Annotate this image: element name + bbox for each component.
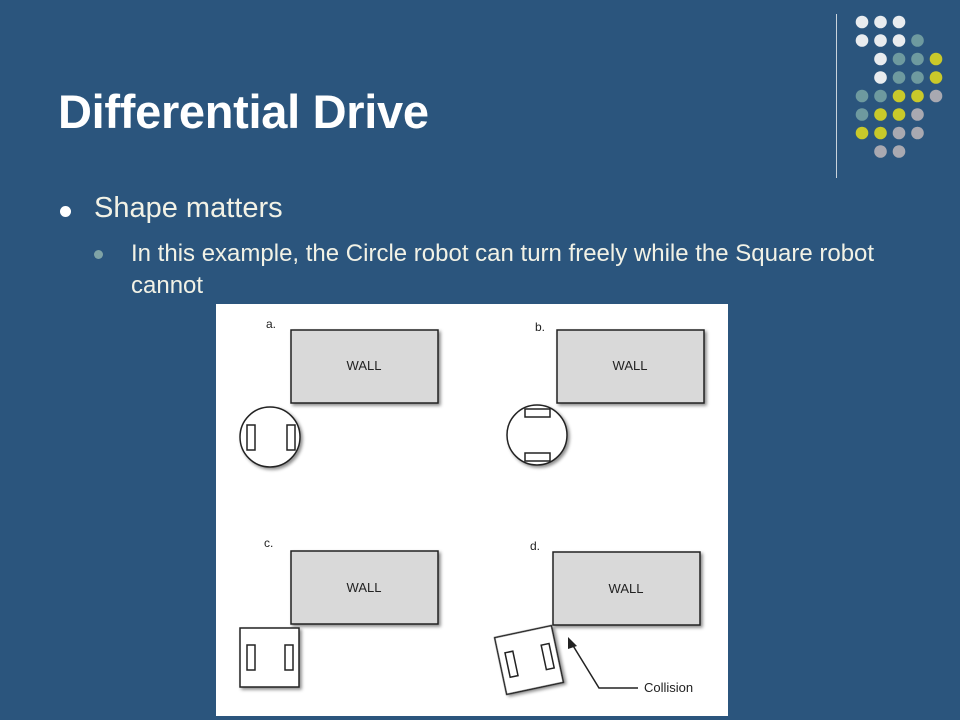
robot-wheel [246, 424, 256, 451]
wall-block [290, 329, 439, 404]
decorative-dot [892, 89, 906, 103]
decorative-dot [874, 71, 887, 84]
panel-c: c. WALL [239, 536, 439, 688]
panel-label: b. [535, 320, 545, 334]
panel-label: a. [266, 317, 276, 331]
decorative-dot [855, 108, 869, 121]
decorative-divider [836, 14, 837, 178]
wall-label: WALL [609, 581, 644, 596]
decorative-dot [874, 89, 887, 103]
panel-label: c. [264, 536, 273, 550]
decorative-dot [929, 52, 943, 66]
panel-b: b. WALL [506, 320, 705, 466]
panel-d: d. WALL Collision [493, 539, 701, 696]
decorative-dot [855, 34, 869, 47]
decorative-dot [929, 71, 943, 84]
decorative-dot [874, 15, 887, 29]
robot-wheel [524, 408, 551, 418]
decorative-dot [892, 71, 906, 84]
wall-block [552, 551, 701, 626]
wall-block [556, 329, 705, 404]
collision-arrow-line [571, 643, 638, 689]
decorative-dot [911, 89, 924, 103]
square-robot-rotated [493, 624, 565, 696]
collision-label: Collision [644, 680, 693, 695]
panel-a: a. WALL [239, 317, 439, 468]
decorative-dot [874, 108, 887, 121]
wall-block [290, 550, 439, 625]
decorative-dot [855, 89, 869, 103]
decorative-dot [892, 108, 906, 121]
decorative-dot [911, 108, 924, 121]
sub-bullet-text: In this example, the Circle robot can tu… [131, 240, 875, 299]
decorative-dot [911, 34, 924, 47]
figure-svg: a. WALL b. WALL c. WALL d. [239, 317, 705, 696]
robot-wheel [524, 452, 551, 462]
decorative-dot [892, 145, 906, 158]
decorative-dot [911, 71, 924, 84]
decorative-dot [892, 126, 906, 140]
circle-robot [239, 406, 301, 468]
wall-label: WALL [347, 580, 382, 595]
decorative-dot [929, 89, 943, 103]
decorative-dot [911, 52, 924, 66]
decorative-dot [874, 34, 887, 47]
decorative-dot [855, 15, 869, 29]
decorative-dot [855, 126, 869, 140]
decorative-dot [892, 15, 906, 29]
bullet-marker [60, 206, 71, 217]
slide-title: Differential Drive [58, 85, 429, 138]
robot-wheel [284, 644, 294, 671]
robot-wheel [246, 644, 256, 671]
robot-shape-figure: a. WALL b. WALL c. WALL d. [216, 304, 728, 716]
wall-label: WALL [613, 358, 648, 373]
wall-label: WALL [347, 358, 382, 373]
decorative-dot [874, 126, 887, 140]
circle-robot [506, 404, 568, 466]
panel-label: d. [530, 539, 540, 553]
decorative-dot-grid [855, 15, 943, 158]
robot-wheel [504, 650, 519, 679]
robot-wheel [286, 424, 296, 451]
decorative-dot [892, 52, 906, 66]
decorative-dot [874, 145, 887, 158]
robot-wheel [540, 642, 556, 671]
decorative-dot [911, 126, 924, 140]
collision-arrowhead [568, 637, 577, 649]
decorative-dot [874, 52, 887, 66]
decorative-dot [892, 34, 906, 47]
bullet-text: Shape matters [94, 192, 283, 224]
sub-bullet-marker [94, 250, 103, 259]
